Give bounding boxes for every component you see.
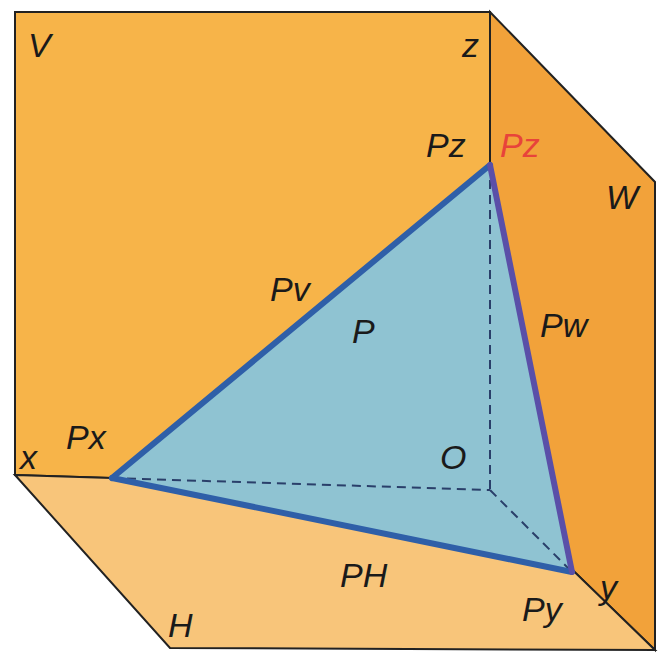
axis-label: x bbox=[20, 440, 37, 474]
trace-pw bbox=[490, 165, 572, 572]
axis-label: O bbox=[440, 440, 466, 474]
hidden-z-axis bbox=[489, 165, 491, 490]
axis-label: V bbox=[28, 28, 51, 62]
axis-label: P bbox=[352, 314, 375, 348]
trace-pv bbox=[112, 165, 490, 478]
axis-label: Px bbox=[66, 420, 106, 454]
axis-label: W bbox=[606, 180, 638, 214]
axis-label: Pz bbox=[500, 128, 540, 162]
axis-label: Py bbox=[522, 592, 562, 626]
plane-p bbox=[112, 165, 572, 572]
axis-label: Pw bbox=[540, 308, 587, 342]
axis-label: z bbox=[462, 28, 479, 62]
axis-label: Pv bbox=[270, 272, 310, 306]
axis-label: H bbox=[168, 608, 193, 642]
axis-label: y bbox=[600, 570, 617, 604]
axis-label: PH bbox=[340, 558, 387, 592]
axis-label: Pz bbox=[426, 128, 466, 162]
